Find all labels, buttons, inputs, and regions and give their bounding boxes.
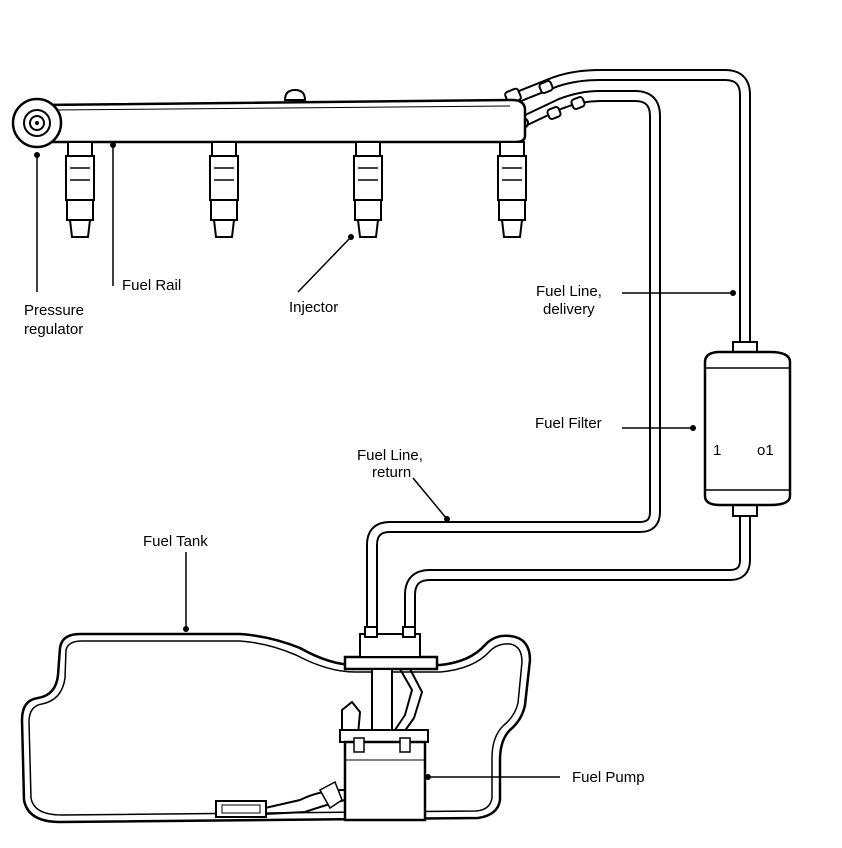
injector-4 xyxy=(497,141,527,238)
injector-1 xyxy=(65,141,95,238)
label-fuel-line-delivery-line1: Fuel Line, xyxy=(536,283,602,300)
label-pressure-regulator-line2: regulator xyxy=(24,321,83,338)
label-fuel-pump: Fuel Pump xyxy=(572,769,645,786)
fuel-line-delivery xyxy=(404,69,751,641)
fuel-filter: 1 o1 xyxy=(703,341,792,517)
fuel-pump xyxy=(215,626,439,822)
line-fittings xyxy=(504,80,586,129)
label-pressure-regulator-line1: Pressure xyxy=(24,302,84,319)
filter-mark-right: o1 xyxy=(757,442,774,459)
filter-mark-left: 1 xyxy=(713,442,721,459)
leader-lines xyxy=(34,142,736,780)
label-fuel-filter: Fuel Filter xyxy=(535,415,602,432)
label-fuel-line-delivery-line2: delivery xyxy=(543,301,595,318)
injector-3 xyxy=(353,141,383,238)
label-fuel-line-return-line2: return xyxy=(372,464,411,481)
injector-2 xyxy=(209,141,239,238)
label-fuel-rail: Fuel Rail xyxy=(122,277,181,294)
pressure-regulator xyxy=(11,97,63,149)
label-fuel-tank: Fuel Tank xyxy=(143,533,208,550)
fuel-rail xyxy=(38,88,527,144)
fuel-line-return xyxy=(366,90,661,641)
fuel-tank xyxy=(20,632,532,824)
label-injector: Injector xyxy=(289,299,338,316)
label-fuel-line-return-line1: Fuel Line, xyxy=(357,447,423,464)
injectors xyxy=(65,141,527,238)
